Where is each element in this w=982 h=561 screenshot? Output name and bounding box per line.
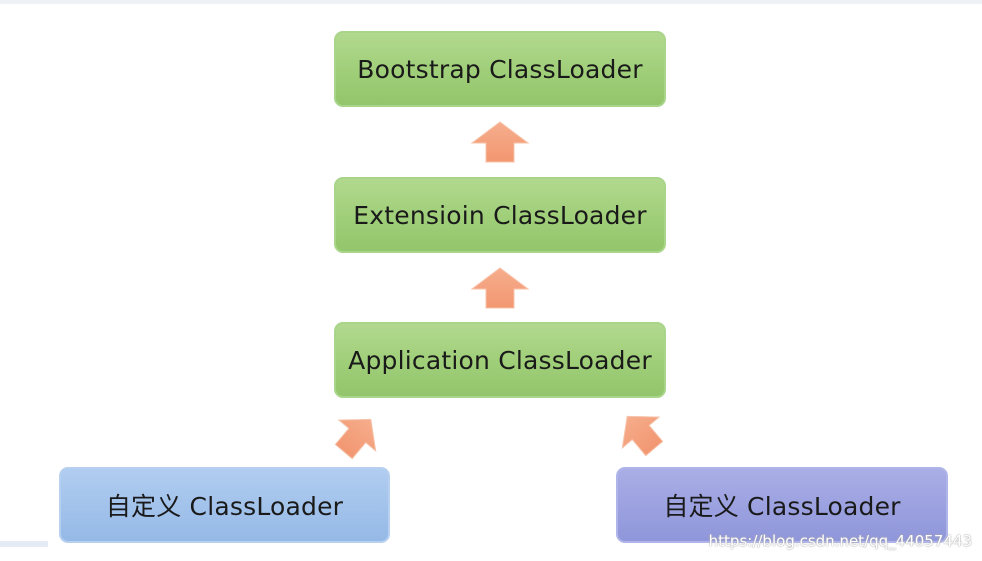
arrow-up-icon <box>470 267 530 309</box>
application-classloader-node: Application ClassLoader <box>334 322 666 398</box>
extension-classloader-node: Extensioin ClassLoader <box>334 177 666 253</box>
source-watermark: https://blog.csdn.net/qq_44057443 <box>708 532 972 550</box>
extension-classloader-label: Extensioin ClassLoader <box>353 200 647 230</box>
bootstrap-classloader-node: Bootstrap ClassLoader <box>334 31 666 107</box>
custom-classloader-left-node: 自定义 ClassLoader <box>59 467 390 543</box>
application-classloader-label: Application ClassLoader <box>348 345 652 375</box>
custom-classloader-right-node: 自定义 ClassLoader <box>616 467 948 543</box>
bottom-edge-strip <box>0 541 48 547</box>
bootstrap-classloader-label: Bootstrap ClassLoader <box>357 54 643 84</box>
arrow-diagonal-up-right-icon <box>334 418 377 460</box>
custom-classloader-left-label: 自定义 ClassLoader <box>105 492 344 521</box>
custom-classloader-right-label: 自定义 ClassLoader <box>663 492 901 521</box>
arrow-up-icon <box>470 121 530 163</box>
top-edge-strip <box>0 0 982 4</box>
arrow-diagonal-up-left-icon <box>621 415 664 457</box>
